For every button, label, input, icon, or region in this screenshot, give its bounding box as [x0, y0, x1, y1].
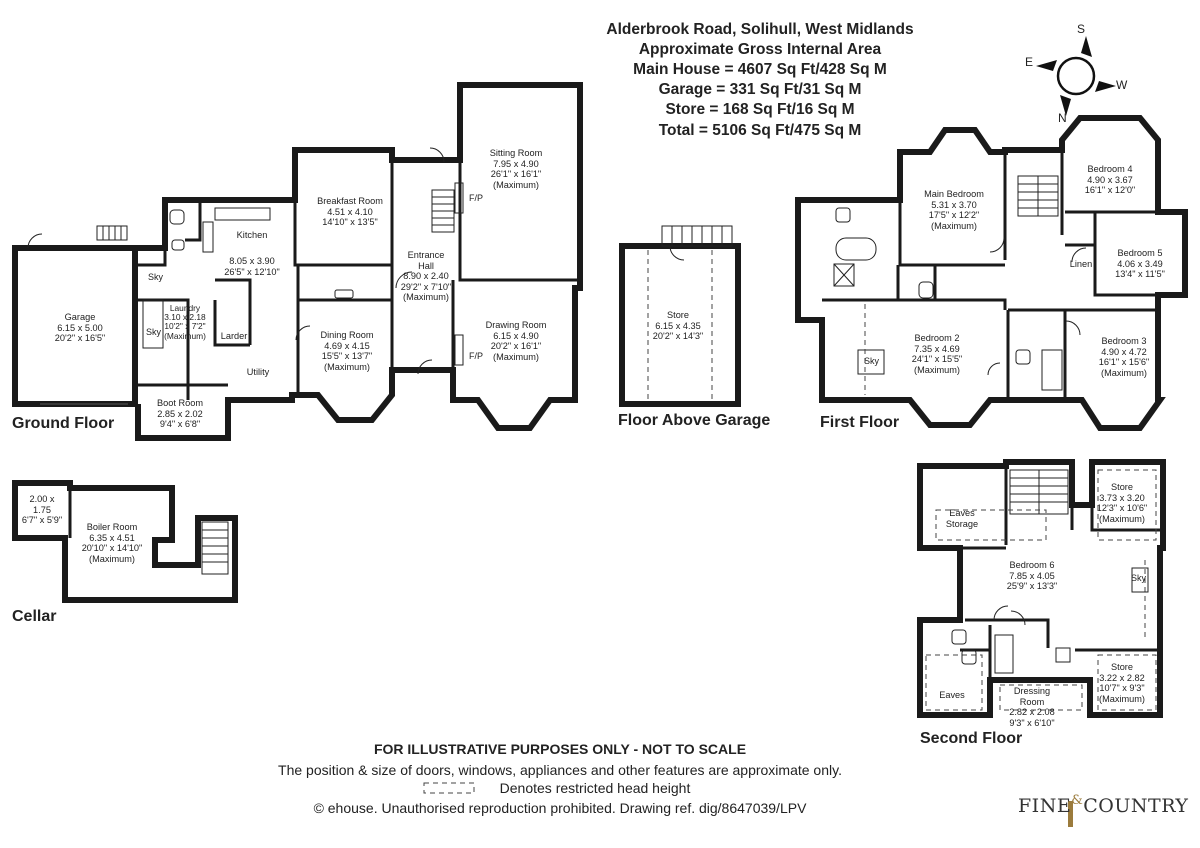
compass-rose	[1036, 36, 1116, 116]
fireplace-label: F/P	[469, 193, 484, 203]
fireplace-label: F/P	[469, 351, 484, 361]
room-eaves: Eaves	[939, 690, 965, 700]
room-kitchen: Kitchen	[236, 230, 268, 240]
disclaimer-text: The position & size of doors, windows, a…	[278, 762, 842, 778]
ground-floor-plan	[12, 82, 583, 441]
copyright-note: © ehouse. Unauthorised reproduction proh…	[313, 800, 807, 816]
area-store: Store = 168 Sq Ft/16 Sq M	[665, 101, 855, 118]
room-larder: Larder	[220, 331, 248, 341]
logo-word-country: Country	[1083, 795, 1189, 817]
area-main-house: Main House = 4607 Sq Ft/428 Sq M	[633, 61, 887, 78]
skylight-label: Sky	[1131, 573, 1147, 583]
skylight-label: Sky	[148, 272, 164, 282]
room-linen: Linen	[1069, 259, 1093, 269]
first-floor-plan	[795, 115, 1188, 431]
restricted-height-swatch	[423, 782, 475, 794]
address-title: Alderbrook Road, Solihull, West Midlands	[606, 21, 914, 38]
area-garage: Garage = 331 Sq Ft/31 Sq M	[658, 81, 862, 98]
area-total: Total = 5106 Sq Ft/475 Sq M	[658, 122, 862, 139]
room-utility: Utility	[246, 367, 270, 377]
cellar-label: Cellar	[12, 608, 57, 625]
compass-n: N	[1058, 111, 1067, 125]
area-title: Approximate Gross Internal Area	[638, 41, 882, 58]
compass-s: S	[1077, 22, 1086, 36]
fine-country-logo: Fine&Country	[1018, 793, 1188, 817]
restricted-height-note: Denotes restricted head height	[499, 780, 691, 796]
cellar-plan	[12, 480, 238, 603]
garage-floor-label: Floor Above Garage	[618, 412, 771, 429]
logo-mark	[1068, 801, 1073, 827]
compass-e: E	[1025, 55, 1034, 69]
second-floor-label: Second Floor	[920, 730, 1023, 747]
skylight-label: Sky	[146, 327, 162, 337]
ground-floor-label: Ground Floor	[12, 415, 115, 432]
first-floor-label: First Floor	[820, 414, 900, 431]
disclaimer-title: FOR ILLUSTRATIVE PURPOSES ONLY - NOT TO …	[373, 741, 747, 757]
skylight-label: Sky	[864, 356, 880, 366]
second-floor-plan	[917, 459, 1166, 718]
logo-ampersand: &	[1071, 793, 1084, 808]
garage-store-plan	[619, 225, 741, 407]
logo-word-fine: Fine	[1018, 795, 1072, 817]
compass-w: W	[1116, 78, 1128, 92]
